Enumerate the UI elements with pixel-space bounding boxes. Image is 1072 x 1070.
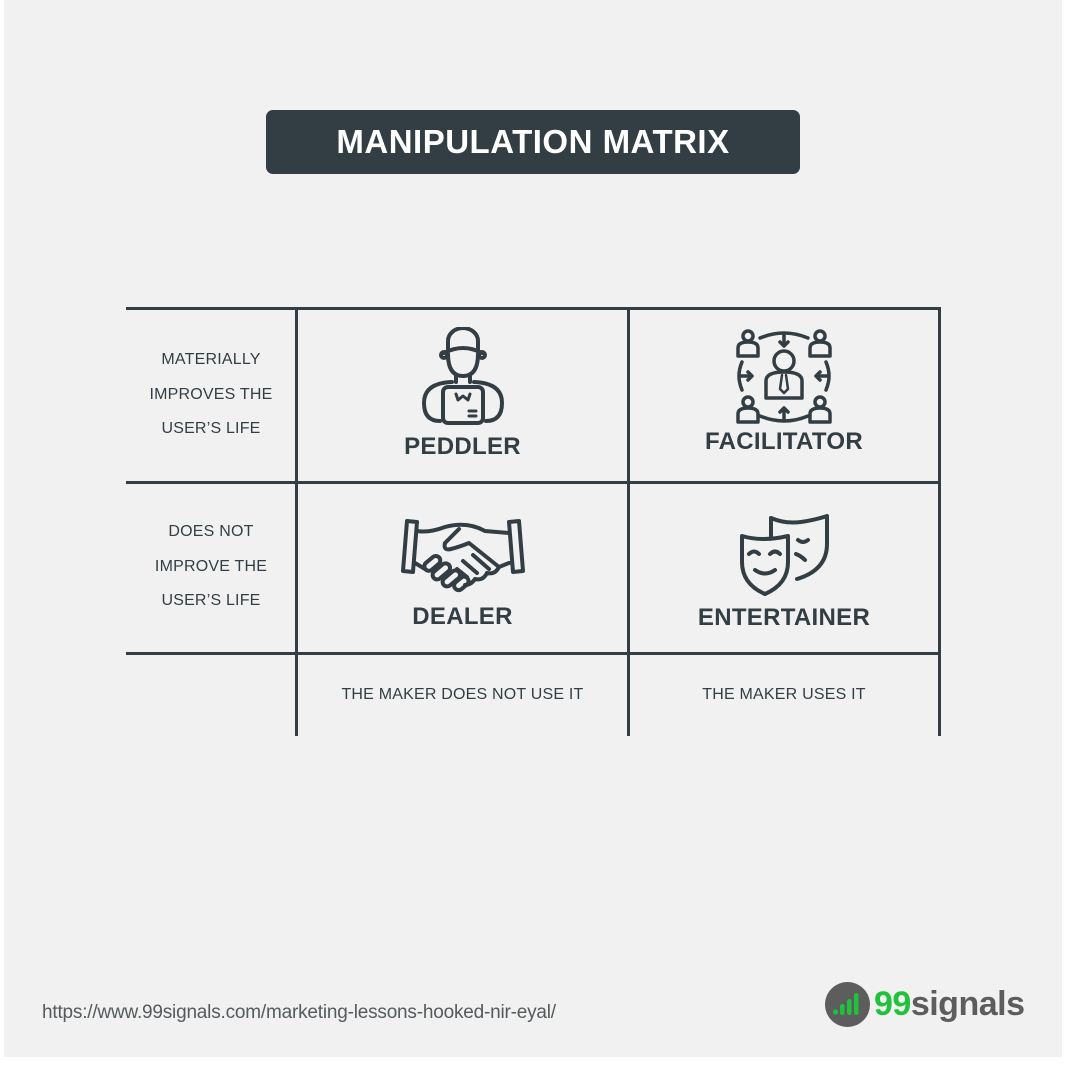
grid-line-col-1 xyxy=(295,307,298,736)
row-label-line: IMPROVES THE xyxy=(149,385,273,403)
signal-bars-icon xyxy=(825,981,870,1027)
source-url[interactable]: https://www.99signals.com/marketing-less… xyxy=(42,1002,556,1023)
cell-entertainer: ENTERTAINER xyxy=(630,514,938,632)
cell-title: ENTERTAINER xyxy=(697,604,871,631)
grid-line-col-3 xyxy=(938,307,941,736)
grid-line-top xyxy=(126,307,941,310)
handshake-icon xyxy=(400,519,525,593)
brand-word: signals xyxy=(910,984,1025,1023)
grid-line-bottom xyxy=(126,652,941,655)
infographic-panel xyxy=(4,0,1062,1057)
cell-title: PEDDLER xyxy=(404,433,521,460)
title-badge: MANIPULATION MATRIX xyxy=(266,110,800,174)
delivery-person-icon xyxy=(421,327,504,425)
row-label-line: MATERIALLY xyxy=(161,351,261,368)
theater-masks-icon xyxy=(740,514,829,596)
col-label-uses: THE MAKER USES IT xyxy=(702,686,866,703)
grid-line-middle xyxy=(126,481,941,484)
brand-name: 99signals xyxy=(874,985,1025,1024)
brand-logo[interactable]: 99signals xyxy=(825,981,1025,1027)
grid-line-col-2 xyxy=(627,307,630,736)
cell-title: FACILITATOR xyxy=(705,428,863,455)
cell-dealer: DEALER xyxy=(298,517,627,631)
cell-title: DEALER xyxy=(412,603,513,630)
brand-number: 99 xyxy=(874,984,911,1023)
cell-peddler: PEDDLER xyxy=(298,327,627,461)
col-label-does-not-use: THE MAKER DOES NOT USE IT xyxy=(341,686,584,703)
row-label-line: IMPROVE THE xyxy=(154,557,268,575)
row-label-line: USER’S LIFE xyxy=(161,420,261,437)
cell-facilitator: FACILITATOR xyxy=(630,328,938,456)
page-title: MANIPULATION MATRIX xyxy=(336,123,730,160)
row-label-line: DOES NOT xyxy=(168,523,254,540)
row-label-improves: MATERIALLY IMPROVES THE USER’S LIFE xyxy=(126,343,296,447)
team-network-icon xyxy=(736,329,832,424)
row-label-line: USER’S LIFE xyxy=(161,592,261,609)
row-label-does-not-improve: DOES NOT IMPROVE THE USER’S LIFE xyxy=(126,515,296,619)
